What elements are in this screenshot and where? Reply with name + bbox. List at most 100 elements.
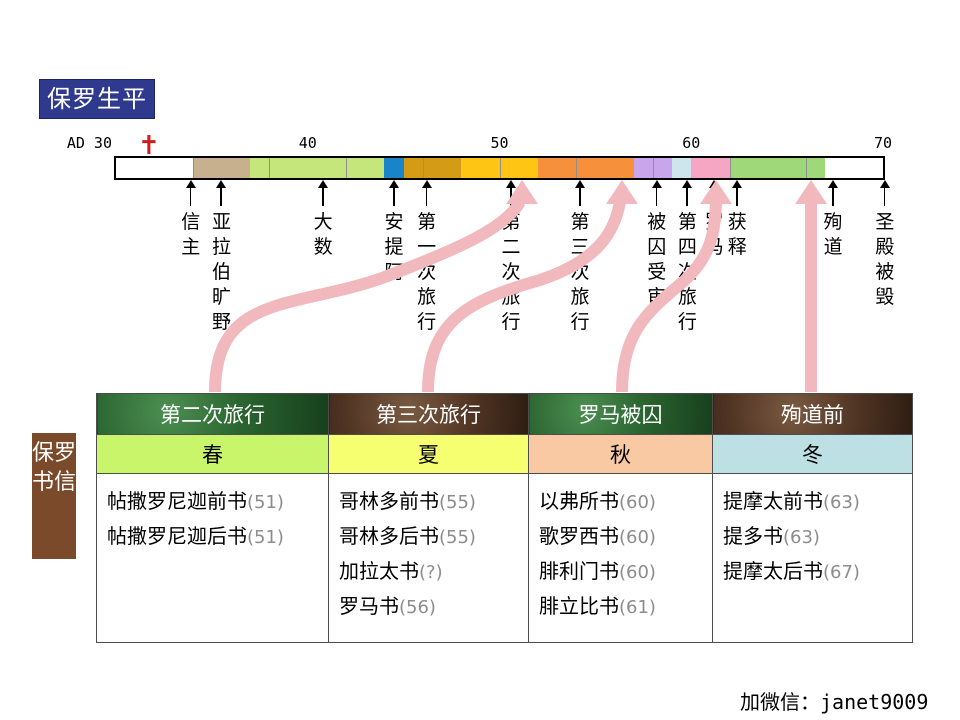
book-entry: 以弗所书(60) — [539, 484, 712, 519]
arrow-stem — [736, 182, 738, 206]
timeline-gridline — [422, 158, 424, 178]
book-name: 提摩太后书 — [723, 559, 823, 583]
book-year: (60) — [619, 562, 656, 583]
book-year: (61) — [619, 597, 656, 618]
up-arrow-icon — [421, 180, 432, 188]
book-year: (51) — [247, 492, 284, 513]
up-arrow-icon — [216, 180, 227, 188]
book-name: 帖撒罗尼迦前书 — [107, 489, 247, 513]
book-year: (67) — [823, 562, 860, 583]
season-cell: 冬 — [712, 434, 913, 474]
event-label: 第三次旅行 — [570, 211, 590, 333]
book-name: 腓立比书 — [539, 594, 619, 618]
event-label: 大数 — [313, 211, 333, 258]
event-label: 亚拉伯旷野 — [211, 211, 231, 333]
book-list: 哥林多前书(55)哥林多后书(55)加拉太书(?)罗马书(56) — [328, 473, 529, 643]
book-entry: 加拉太书(?) — [339, 554, 528, 589]
event-label: 第一次旅行 — [417, 211, 437, 333]
up-arrow-icon — [389, 180, 400, 188]
cross-icon: ✝ — [138, 131, 160, 161]
event-label: 圣殿被毁 — [875, 211, 895, 308]
up-arrow-icon — [575, 180, 586, 188]
arrow-head-icon — [606, 180, 638, 204]
book-entry: 腓利门书(60) — [539, 554, 712, 589]
arrow-stem — [655, 182, 658, 206]
arrow-stem — [425, 182, 428, 206]
timeline-segment — [825, 158, 883, 178]
book-entry: 哥林多前书(55) — [339, 484, 528, 519]
book-name: 提多书 — [723, 524, 783, 548]
arrow-roman-imprisonment — [616, 201, 722, 393]
up-arrow-icon — [318, 180, 329, 188]
timeline-segment — [403, 158, 462, 178]
up-arrow-icon — [651, 180, 662, 188]
arrow-second-journey — [209, 198, 526, 393]
timeline-gridline — [806, 158, 808, 178]
book-name: 哥林多后书 — [339, 524, 439, 548]
year-tick-label: 40 — [298, 134, 317, 152]
season-cell: 春 — [96, 434, 329, 474]
book-year: (?) — [419, 562, 443, 583]
timeline-gridline — [192, 158, 194, 178]
book-year: (63) — [823, 492, 860, 513]
book-entry: 提摩太后书(67) — [723, 554, 912, 589]
phase-header: 殉道前 — [712, 393, 913, 435]
up-arrow-icon — [682, 180, 693, 188]
event-label: 信主 — [181, 211, 201, 258]
timeline-gridline — [576, 158, 578, 178]
book-entry: 帖撒罗尼迦后书(51) — [107, 519, 328, 554]
timeline-bar — [114, 156, 885, 180]
book-entry: 哥林多后书(55) — [339, 519, 528, 554]
arrow-stem — [189, 182, 192, 206]
arrow-stem — [579, 182, 581, 206]
books-row: 帖撒罗尼迦前书(51)帖撒罗尼迦后书(51) 哥林多前书(55)哥林多后书(55… — [96, 473, 913, 643]
arrow-third-journey — [422, 200, 626, 393]
up-arrow-icon — [506, 180, 516, 188]
page-title: 保罗生平 — [39, 79, 155, 119]
timeline-segment — [192, 158, 251, 178]
event-label: 获释 — [727, 211, 747, 258]
year-tick-label: AD 30 — [66, 134, 112, 152]
book-list: 帖撒罗尼迦前书(51)帖撒罗尼迦后书(51) — [96, 473, 329, 643]
timeline-gridline — [499, 158, 501, 178]
book-name: 罗马书 — [339, 594, 399, 618]
book-name: 帖撒罗尼迦后书 — [107, 524, 247, 548]
contact-text: 加微信：janet9009 — [740, 690, 929, 714]
book-entry: 帖撒罗尼迦前书(51) — [107, 484, 328, 519]
phase-header: 第三次旅行 — [328, 393, 529, 435]
book-year: (55) — [439, 527, 476, 548]
arrow-stem — [393, 182, 395, 206]
timeline-segment — [672, 158, 692, 178]
up-arrow-icon — [828, 180, 839, 188]
season-cell: 夏 — [328, 434, 529, 474]
arrow-stem — [220, 182, 222, 206]
book-entry: 歌罗西书(60) — [539, 519, 712, 554]
timeline-gridline — [346, 158, 348, 178]
year-tick-label: 70 — [873, 134, 893, 152]
book-year: (60) — [619, 527, 656, 548]
up-arrow-icon — [732, 180, 743, 188]
book-list: 以弗所书(60)歌罗西书(60)腓利门书(60)腓立比书(61) — [528, 473, 713, 643]
arrow-head-icon — [506, 180, 538, 204]
timeline-segment — [691, 158, 730, 178]
phase-header: 罗马被囚 — [528, 393, 713, 435]
book-name: 以弗所书 — [539, 489, 619, 513]
timeline-segment — [729, 158, 826, 178]
up-arrow-icon — [879, 180, 890, 188]
epistles-table: 第二次旅行 第三次旅行 罗马被囚 殉道前 春 夏 秋 冬 帖撒罗尼迦前书(51)… — [96, 393, 913, 643]
timeline-gridline — [269, 158, 271, 178]
book-year: (51) — [247, 527, 284, 548]
book-entry: 罗马书(56) — [339, 589, 528, 624]
timeline-segment — [461, 158, 538, 178]
book-name: 提摩太前书 — [723, 489, 823, 513]
event-label: 殉道 — [823, 211, 843, 258]
book-name: 歌罗西书 — [539, 524, 619, 548]
timeline-segment — [116, 158, 193, 178]
book-year: (55) — [439, 492, 476, 513]
arrow-stem — [686, 182, 688, 206]
up-arrow-icon — [185, 180, 196, 188]
book-entry: 腓立比书(61) — [539, 589, 712, 624]
season-row: 春 夏 秋 冬 — [96, 434, 913, 474]
book-year: (56) — [399, 597, 436, 618]
